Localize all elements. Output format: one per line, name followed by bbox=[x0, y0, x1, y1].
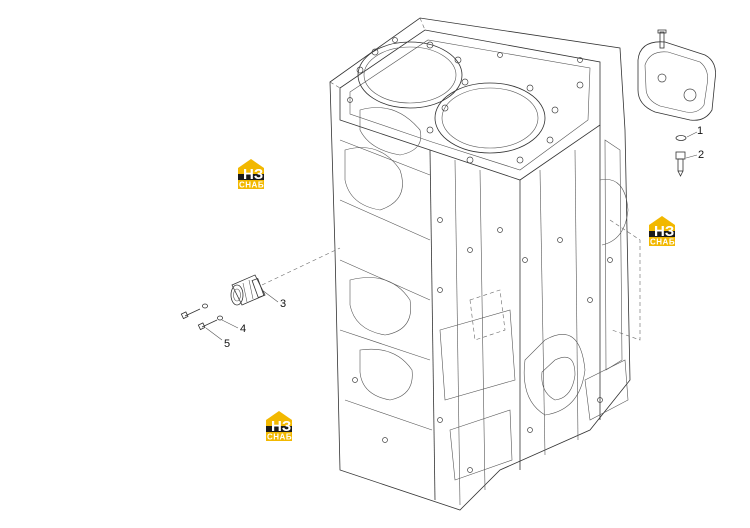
callout-3: 3 bbox=[280, 298, 286, 310]
part-4-washers bbox=[202, 303, 223, 321]
callout-leaders bbox=[205, 131, 698, 341]
watermark-logo-1-bottom-text: СНАБ bbox=[239, 181, 264, 190]
part-1-o-ring bbox=[675, 135, 687, 141]
part-2-sensor bbox=[675, 151, 686, 177]
engine-block bbox=[329, 17, 641, 511]
part-3-speed-sensor bbox=[230, 274, 266, 306]
deck-bolt-holes bbox=[347, 37, 584, 164]
housing-cover-assembly bbox=[637, 29, 716, 121]
watermark-logo-1-top-text: НЗ bbox=[243, 166, 263, 183]
watermark-logo-2-bottom-text: СНАБ bbox=[650, 238, 675, 247]
face-bolt-holes bbox=[352, 217, 613, 473]
part-5-screws bbox=[180, 308, 218, 331]
watermark-logo-2-top-text: НЗ bbox=[654, 223, 674, 240]
watermark-logo-1: НЗ СНАБ bbox=[238, 159, 264, 190]
watermark-logo-3: НЗ СНАБ bbox=[266, 411, 292, 442]
callout-2: 2 bbox=[698, 149, 704, 161]
watermark-logo-2: НЗ СНАБ bbox=[649, 216, 675, 247]
assembly-axis-line bbox=[261, 247, 341, 286]
callout-1: 1 bbox=[697, 125, 703, 137]
callout-4: 4 bbox=[240, 323, 246, 335]
watermark-logo-3-bottom-text: СНАБ bbox=[267, 433, 292, 442]
callout-5: 5 bbox=[224, 338, 230, 350]
watermark-logo-3-top-text: НЗ bbox=[271, 418, 291, 435]
